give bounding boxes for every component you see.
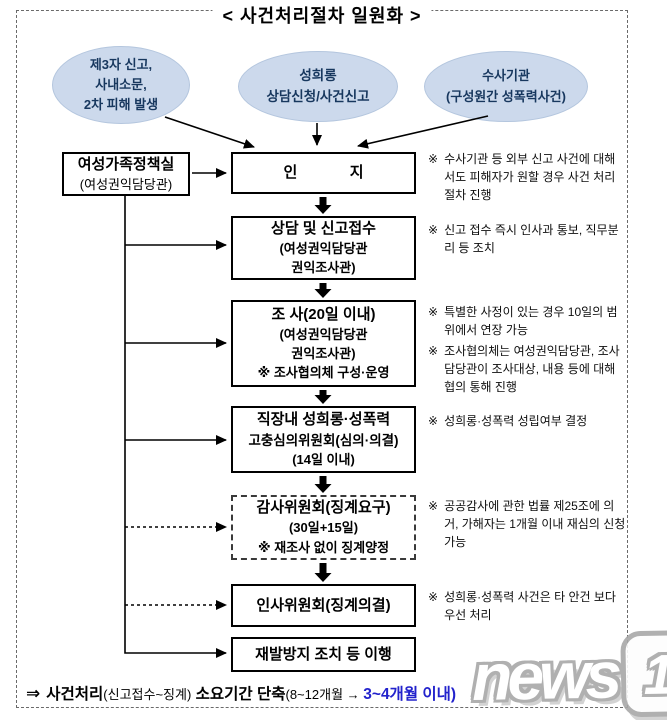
note-intake: ※ 신고 접수 즉시 인사과 통보, 직무분리 등 조치	[428, 221, 626, 257]
block-arrow-recognition-to-intake	[314, 197, 332, 214]
arrow-source1-to-recognition	[164, 116, 255, 149]
note-marker: ※	[428, 499, 439, 513]
step-subline: 권익조사관)	[291, 345, 356, 361]
step-note-line: ※ 조사협의체 구성·운영	[257, 365, 390, 381]
note-marker: ※	[428, 305, 439, 319]
step-label: 인 지	[283, 164, 374, 182]
step-label: 감사위원회(징계요구)	[256, 499, 391, 517]
note-marker: ※	[428, 590, 439, 604]
source-line: 수사기관	[482, 68, 530, 84]
note-investigation-extension: ※ 특별한 사정이 있는 경우 10일의 범위에서 연장 가능	[428, 303, 626, 339]
block-arrow-audit-to-personnel	[314, 563, 332, 582]
note-text: 신고 접수 즉시 인사과 통보, 직무분리 등 조치	[444, 223, 619, 255]
note-text: 특별한 사정이 있는 경우 10일의 범위에서 연장 가능	[444, 305, 618, 337]
step-label: 직장내 성희롱·성폭력	[256, 411, 391, 429]
source-ellipse-counsel-report: 성희롱 상담신청/사건신고	[238, 51, 398, 122]
step-personnel-committee: 인사위원회(징계의결)	[231, 584, 416, 627]
note-text: 성희롱·성폭력 성립여부 결정	[444, 414, 588, 428]
step-subline: (14일 이내)	[292, 451, 355, 467]
step-label: 인사위원회(징계의결)	[256, 596, 391, 614]
block-arrow-committee-to-audit	[314, 476, 332, 493]
summary-bold2: 소요기간 단축	[191, 686, 286, 703]
note-committee: ※ 성희롱·성폭력 성립여부 결정	[428, 412, 626, 430]
step-subline: (30일+15일)	[288, 520, 359, 536]
step-label: 재발방지 조치 등 이행	[255, 645, 392, 663]
source-line: 성희롱	[299, 67, 337, 83]
step-label: 조 사(20일 이내)	[271, 306, 376, 324]
step-grievance-committee: 직장내 성희롱·성폭력 고충심의위원회(심의·의결) (14일 이내)	[231, 406, 416, 473]
note-personnel: ※ 성희롱·성폭력 사건은 타 안건 보다 우선 처리	[428, 588, 626, 624]
summary-paren2: (8~12개월 →	[285, 687, 364, 702]
note-investigation-council: ※ 조사협의체는 여성권익담당관, 조사담당관이 조사대상, 내용 등에 대해 …	[428, 342, 626, 396]
step-subline: (여성권익담당관	[279, 241, 368, 257]
org-box-line: 여성가족정책실	[77, 156, 175, 174]
block-arrow-intake-to-investigation	[314, 283, 332, 298]
note-text: 성희롱·성폭력 사건은 타 안건 보다 우선 처리	[444, 590, 616, 622]
org-spine-and-arrow-to-prevention	[124, 196, 227, 658]
source-line: 상담신청/사건신고	[266, 88, 370, 104]
step-note-line: ※ 재조사 없이 징계양정	[257, 540, 390, 556]
note-audit: ※ 공공감사에 관한 법률 제25조에 의거, 가해자는 1개월 이내 재심의 …	[428, 497, 626, 551]
source-ellipse-third-party: 제3자 신고, 사내소문, 2차 피해 발생	[52, 46, 190, 124]
step-label: 상담 및 신고접수	[271, 220, 376, 238]
note-marker: ※	[428, 223, 439, 237]
source-line: 사내소문,	[95, 76, 147, 92]
source-line: (구성원간 성폭력사건)	[446, 88, 566, 104]
diagram-title: < 사건처리절차 일원화 >	[212, 2, 432, 28]
arrow-source3-to-recognition	[357, 115, 489, 149]
step-audit-committee: 감사위원회(징계요구) (30일+15일) ※ 재조사 없이 징계양정	[231, 495, 416, 560]
step-recognition: 인 지	[231, 152, 416, 194]
step-investigation: 조 사(20일 이내) (여성권익담당관 권익조사관) ※ 조사협의체 구성·운…	[231, 300, 416, 387]
note-marker: ※	[428, 344, 439, 358]
step-intake: 상담 및 신고접수 (여성권익담당관 권익조사관)	[231, 216, 416, 280]
note-marker: ※	[428, 152, 439, 166]
summary-paren1: (신고접수~징계)	[103, 687, 192, 702]
org-box-line: (여성권익담당관)	[79, 176, 173, 192]
source-ellipse-investigative-agency: 수사기관 (구성원간 성폭력사건)	[424, 51, 588, 122]
org-box-women-family-policy: 여성가족정책실 (여성권익담당관)	[62, 152, 190, 196]
summary-highlight: 3~4개월 이내)	[363, 686, 457, 703]
note-marker: ※	[428, 414, 439, 428]
step-recurrence-prevention: 재발방지 조치 등 이행	[231, 637, 416, 672]
note-text: 공공감사에 관한 법률 제25조에 의거, 가해자는 1개월 이내 재심의 신청…	[444, 499, 626, 549]
note-text: 수사기관 등 외부 신고 사건에 대해서도 피해자가 원할 경우 사건 처리절차…	[444, 152, 616, 202]
summary-line: ⇒ 사건처리(신고접수~징계) 소요기간 단축(8~12개월 → 3~4개월 이내…	[26, 682, 456, 704]
note-text: 조사협의체는 여성권익담당관, 조사담당관이 조사대상, 내용 등에 대해 협의…	[444, 344, 620, 394]
step-label2: 고충심의위원회(심의·의결)	[248, 433, 399, 449]
source-line: 제3자 신고,	[89, 56, 153, 72]
summary-bold1: 사건처리	[46, 686, 104, 703]
step-subline: 권익조사관)	[291, 259, 356, 275]
summary-arrow: ⇒	[26, 684, 41, 703]
note-recognition: ※ 수사기관 등 외부 신고 사건에 대해서도 피해자가 원할 경우 사건 처리…	[428, 150, 626, 204]
block-arrow-investigation-to-committee	[314, 390, 332, 404]
source-line: 2차 피해 발생	[83, 97, 159, 113]
step-subline: (여성권익담당관	[279, 326, 368, 342]
